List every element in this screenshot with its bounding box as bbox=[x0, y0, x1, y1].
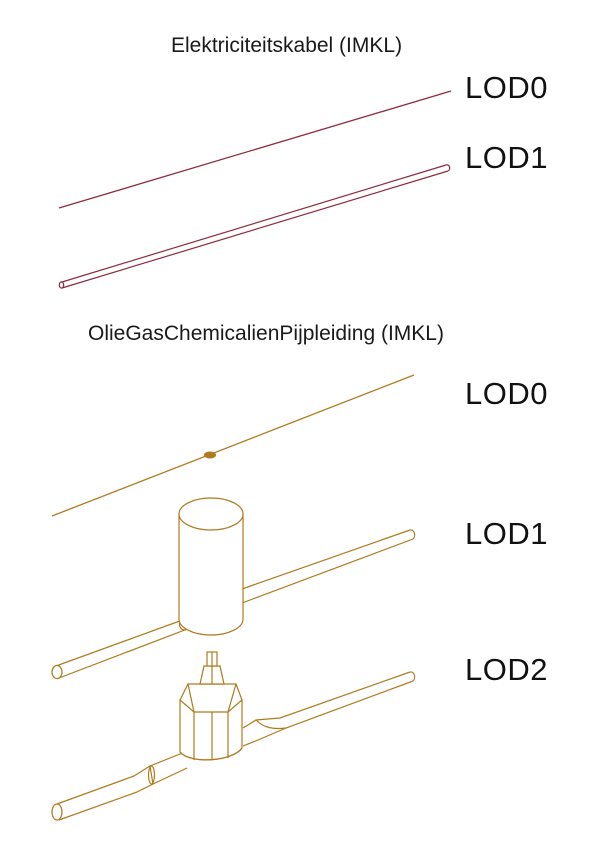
cable-lod0-line bbox=[58, 90, 452, 209]
section-title-elektriciteitskabel: Elektriciteitskabel (IMKL) bbox=[171, 34, 403, 57]
pipeline-lod2-geometry bbox=[51, 651, 416, 821]
lod-label-pipeline-lod1: LOD1 bbox=[465, 516, 548, 551]
pipeline-lod0-line bbox=[51, 374, 415, 517]
cable-lod1-tube bbox=[58, 164, 451, 289]
lod-label-cable-lod0: LOD0 bbox=[465, 70, 548, 105]
lod-label-pipeline-lod0: LOD0 bbox=[465, 376, 548, 411]
lod-label-cable-lod1: LOD1 bbox=[465, 140, 548, 175]
pipeline-lod0-node bbox=[204, 451, 216, 459]
lod-label-pipeline-lod2: LOD2 bbox=[465, 652, 548, 687]
pipeline-lod1-geometry bbox=[51, 497, 416, 680]
section-title-pijpleiding: OlieGasChemicalienPijpleiding (IMKL) bbox=[88, 322, 444, 345]
